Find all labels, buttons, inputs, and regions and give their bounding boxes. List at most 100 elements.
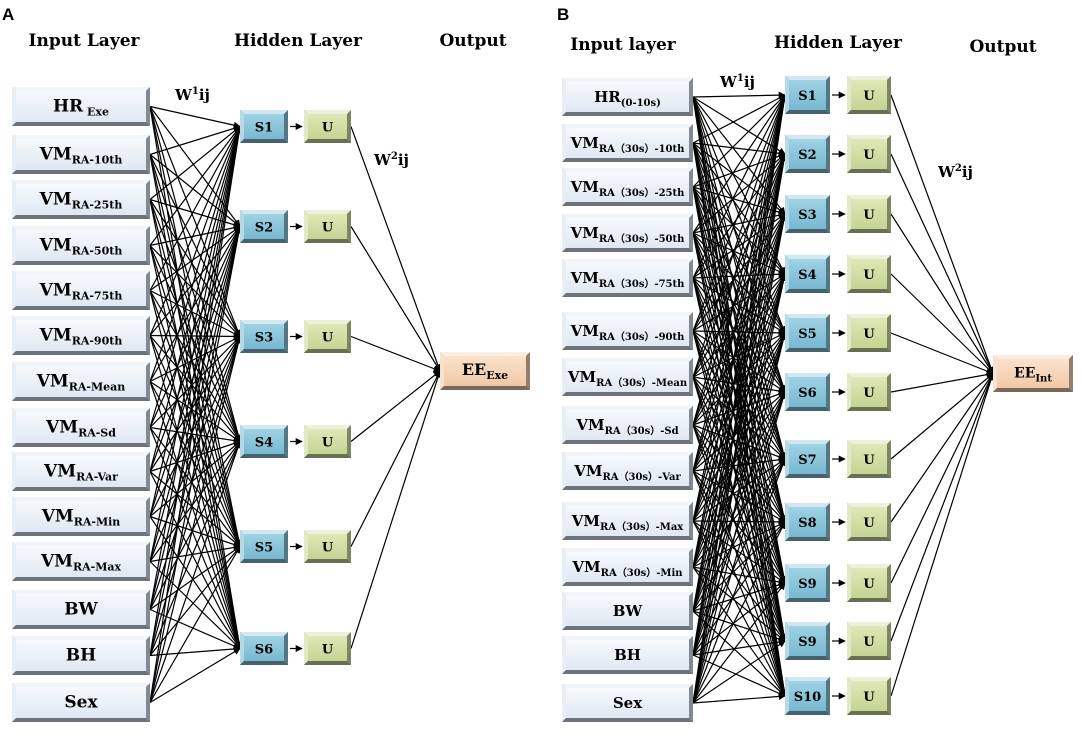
panel-b-edge-input-9-to-hidden-8 [692, 520, 786, 584]
panel-b-input-node-0 [562, 78, 693, 116]
panel-b-edge-input-12-to-hidden-3 [692, 273, 787, 656]
panel-b-input-node-12 [562, 636, 693, 674]
panel-b-edge-activation-3-to-output [890, 273, 994, 374]
panel-a-activation-node-1 [304, 210, 351, 243]
panel-b-hidden-node-10 [785, 677, 830, 715]
panel-b-input-header: Input layer [570, 35, 676, 55]
panel-b-edge-activation-10-to-output [890, 372, 995, 697]
panel-a-edge-input-1-to-hidden-0 [149, 125, 241, 156]
panel-a-edge-input-12-to-hidden-1 [149, 225, 243, 656]
panel-a-hidden-label-4: S5 [255, 541, 273, 556]
panel-b-input-label-9: VMRA（30s）-Max [571, 512, 685, 533]
panel-a-hidden-label-3: S4 [255, 436, 273, 451]
panel-b-edge-input-7-to-hidden-0 [692, 94, 787, 426]
panel-b-letter: B [557, 5, 569, 24]
panel-a-input-label-9: VMRA-Min [41, 507, 121, 529]
panel-b-activation-label-3: U [863, 268, 875, 283]
panel-b-edge-activation-4-to-output [890, 332, 994, 375]
panel-a-activation-node-4 [304, 530, 351, 563]
panel-b-edge-input-9-to-hidden-10 [692, 520, 786, 697]
panel-a-activation-node-5 [304, 632, 351, 665]
panel-b-edge-input-10-to-hidden-2 [692, 213, 787, 568]
panel-b-edge-input-8-to-hidden-2 [692, 213, 787, 472]
panel-a-edge-input-4-to-hidden-2 [149, 289, 241, 338]
panel-a-edge-input-13-to-hidden-5 [149, 647, 241, 704]
panel-b-activation-node-5 [847, 373, 891, 411]
panel-b-hidden-label-4: S5 [798, 327, 816, 342]
panel-b-edge-input-9-to-hidden-7 [692, 518, 786, 526]
panel-b-activation-node-3 [847, 255, 891, 293]
panel-b-edge-activation-2-to-output [890, 213, 994, 375]
panel-b-input-node-1 [562, 124, 693, 162]
panel-b-edge-input-1-to-hidden-5 [692, 142, 787, 393]
panel-a-input-node-11 [12, 590, 150, 629]
panel-a-edge-input-12-to-hidden-4 [149, 545, 241, 656]
panel-a-edge-input-4-to-hidden-1 [149, 226, 241, 291]
panel-b-input-node-2 [562, 168, 693, 206]
panel-a-edge-input-10-to-hidden-4 [149, 544, 241, 563]
panel-a-edge-activation-3-to-output [350, 370, 441, 442]
panel-a-activation-node-2 [304, 320, 351, 353]
panel-b-edge-input-11-to-hidden-9 [692, 610, 786, 643]
panel-a-input-node-3 [12, 226, 150, 265]
panel-b-edge-input-4-to-hidden-0 [692, 94, 786, 279]
panel-b-edge-input-7-to-hidden-3 [692, 273, 786, 426]
panel-b-weight-w1: W1ij [719, 73, 755, 91]
panel-a-weight-w2: W2ij [373, 151, 409, 169]
panel-a-hidden-header: Hidden Layer [234, 31, 363, 51]
panel-a-edge-input-9-to-hidden-4 [149, 515, 241, 548]
panel-b-input-label-11: BW [613, 602, 644, 620]
panel-b-edge-input-8-to-hidden-0 [692, 94, 787, 472]
panel-b-edge-input-6-to-hidden-2 [692, 213, 786, 378]
panel-a-activation-label-3: U [322, 436, 334, 451]
panel-b-hidden-label-6: S7 [798, 453, 816, 468]
panel-b-edge-input-6-to-hidden-9 [692, 376, 787, 642]
panel-b-edge-input-11-to-hidden-3 [692, 273, 787, 612]
panel-a-edge-input-13-to-hidden-2 [149, 335, 242, 703]
panel-b-hidden-label-0: S1 [798, 89, 816, 104]
panel-b-edge-input-9-to-hidden-0 [692, 94, 788, 522]
panel-a-edge-input-8-to-hidden-1 [149, 225, 242, 472]
panel-b-input-label-3: VMRA（30s）-50th [570, 224, 686, 245]
panel-b-activation-label-7: U [863, 516, 875, 531]
panel-a-letter: A [2, 5, 14, 24]
panel-a-edge-input-13-to-hidden-0 [149, 125, 243, 703]
panel-b-edge-input-13-to-hidden-3 [692, 273, 788, 704]
panel-a-hidden-node-1 [240, 210, 288, 243]
panel-a-input-label-1: VMRA-10th [39, 145, 123, 167]
panel-b-edge-input-13-to-hidden-10 [692, 692, 786, 704]
panel-a-edge-input-8-to-hidden-4 [149, 471, 241, 547]
panel-a-edge-input-3-to-hidden-2 [149, 245, 241, 337]
panel-a-edge-input-5-to-hidden-5 [149, 335, 242, 650]
panel-b-edge-activation-6-to-output [890, 373, 994, 460]
panel-a-input-node-0 [12, 87, 150, 126]
panel-b-edge-input-11-to-hidden-7 [692, 521, 786, 612]
panel-a-hidden-node-2 [240, 320, 288, 353]
panel-a-edge-input-2-to-hidden-0 [149, 126, 241, 200]
panel-b-activation-label-6: U [863, 453, 875, 468]
panel-b-activation-node-8 [847, 564, 891, 602]
panel-a-edge-input-11-to-hidden-4 [149, 546, 241, 610]
panel-a-edge-input-3-to-hidden-5 [149, 245, 243, 650]
panel-b-input-node-4 [562, 259, 693, 297]
panel-b-input-node-7 [562, 406, 693, 444]
panel-a-input-label-7: VMRA-Sd [45, 418, 116, 440]
panel-b-edge-input-13-to-hidden-9 [692, 640, 786, 704]
panel-a-input-label-0: HR Exe [53, 97, 109, 119]
panel-b-edge-input-13-to-hidden-4 [692, 332, 787, 704]
panel-a-edge-activation-4-to-output [350, 370, 441, 547]
panel-a-edge-input-13-to-hidden-1 [149, 225, 243, 703]
panel-b-input-node-13 [562, 684, 693, 722]
panel-a-input-label-3: VMRA-50th [39, 236, 123, 258]
panel-b-edge-input-6-to-hidden-0 [692, 94, 787, 378]
panel-a-activation-label-1: U [322, 221, 334, 236]
panel-b-edge-input-12-to-hidden-1 [692, 153, 788, 656]
panel-b-edge-activation-9-to-output [890, 372, 995, 642]
panel-a-edge-input-9-to-hidden-1 [149, 225, 242, 517]
panel-a-edge-input-7-to-hidden-4 [149, 427, 241, 548]
panel-b-hidden-node-3 [785, 255, 830, 293]
panel-b-edge-activation-1-to-output [890, 153, 994, 375]
panel-b-edge-input-11-to-hidden-6 [692, 458, 786, 612]
panel-b-input-node-9 [562, 502, 693, 540]
